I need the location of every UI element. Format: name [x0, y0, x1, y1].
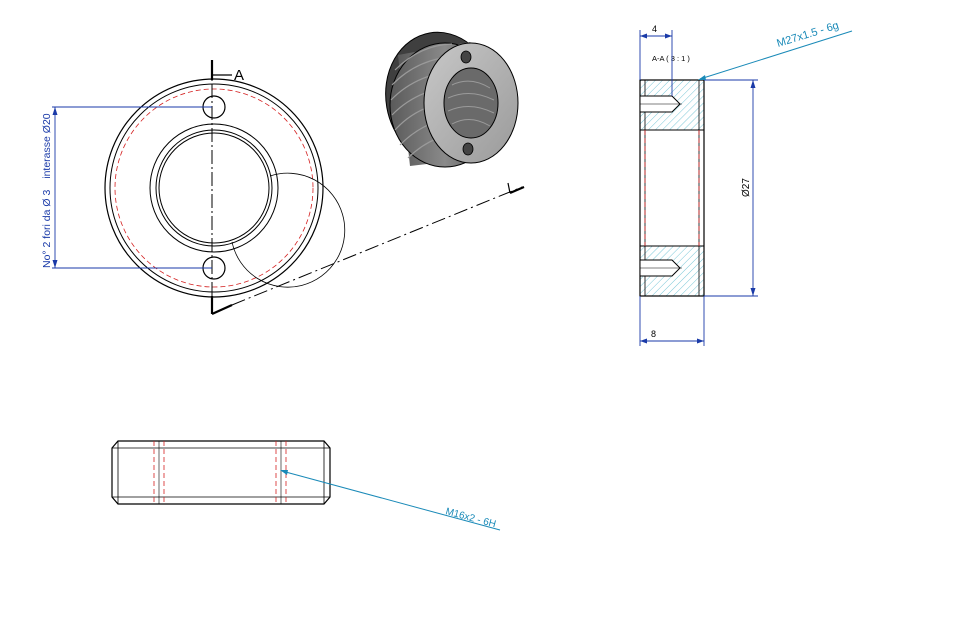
dim-bottom-arrow-left — [640, 338, 647, 344]
dim-dia-value: Ø27 — [741, 178, 752, 197]
section-top-tick — [507, 182, 511, 194]
iso-bore — [443, 67, 499, 139]
holes-note-count: No° 2 fori da Ø 3 — [41, 190, 53, 268]
holes-note-pitch: interasse Ø20 — [41, 113, 53, 179]
front-bore-circle — [149, 123, 279, 253]
iso-hole-bottom — [462, 142, 474, 156]
holes-note: No° 2 fori da Ø 3 interasse Ø20 — [41, 113, 53, 268]
front-bore-circle-2 — [155, 129, 273, 247]
front-thread-hidden-circle — [114, 88, 314, 288]
section-title: A-A ( 3 : 1 ) — [652, 54, 690, 63]
thread-callout-arrow — [698, 75, 706, 80]
front-view: A No° 2 fori da Ø 3 interasse Ø20 — [41, 60, 525, 316]
section-view: A-A ( 3 : 1 ) 4 8 Ø27 M27x1.5 - 6g — [639, 20, 853, 346]
front-bore-circle-3 — [158, 132, 270, 244]
section-label: A — [234, 67, 244, 84]
dim-top-arrow-left — [640, 33, 647, 39]
dim-bottom-arrow-right — [697, 338, 704, 344]
side-callout-text: M16x2 - 6H — [444, 506, 497, 530]
side-callout-leader — [281, 470, 501, 531]
front-outer-circle-2 — [109, 83, 319, 293]
side-outline — [111, 440, 331, 505]
iso-hole-top — [460, 50, 472, 64]
dim-dia-arrow-bottom — [750, 288, 756, 296]
front-outer-circle — [104, 78, 324, 298]
iso-bore-thread — [447, 80, 495, 127]
holes-dim-arrow-top — [52, 107, 58, 115]
side-callout-arrow — [280, 470, 288, 475]
dim-bottom-value: 8 — [651, 329, 656, 339]
section-bottom-marker — [211, 303, 233, 316]
dim-dia-arrow-top — [750, 80, 756, 88]
holes-dim-arrow-bottom — [52, 260, 58, 268]
thread-callout-leader — [699, 30, 853, 80]
section-top-marker — [509, 185, 525, 195]
dim-top-value: 4 — [652, 24, 657, 34]
section-projection-line — [231, 186, 523, 306]
isometric-view — [385, 31, 519, 168]
side-view: M16x2 - 6H — [111, 440, 501, 531]
dim-top-arrow-right — [665, 33, 672, 39]
front-bore-thread-arc — [231, 172, 346, 288]
